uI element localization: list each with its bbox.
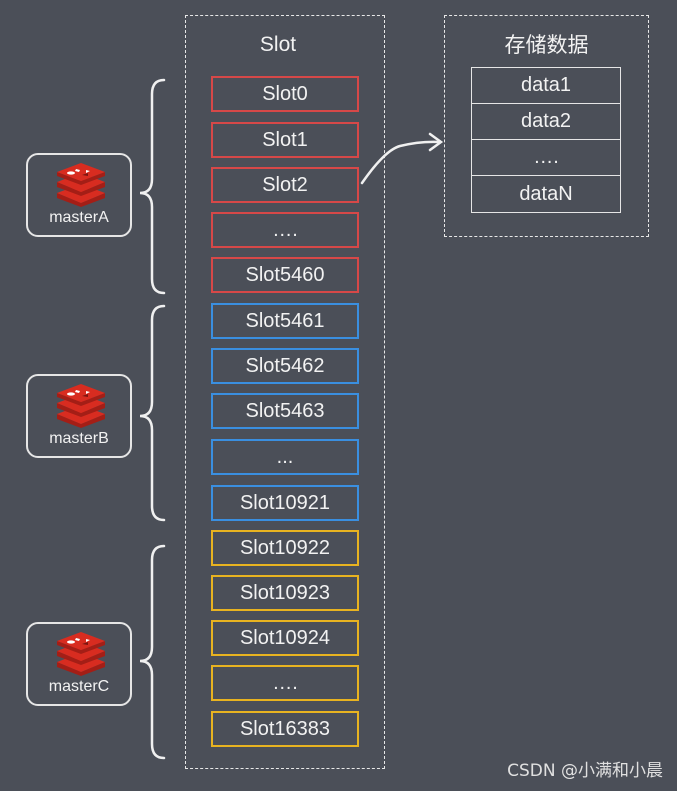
slot-label: Slot0 [262,83,308,105]
slot-box: Slot5460 [211,257,359,293]
master-node: masterA [26,153,132,237]
slot-label: Slot2 [262,174,308,196]
slot-label: Slot10921 [239,492,331,514]
slot-box: Slot1 [211,122,359,158]
redis-logo-icon [57,163,105,207]
storage-panel-title: 存储数据 [504,34,589,57]
slot-box: Slot5462 [211,348,359,384]
storage-panel [444,15,649,237]
slot-panel [185,15,385,769]
data-row: data1 [472,68,620,104]
slot-label: …. [272,219,298,241]
slot-box: Slot10924 [211,620,359,656]
data-row: …. [472,140,620,176]
master-label: masterC [48,678,110,695]
slot-label: Slot10923 [239,582,331,604]
slot-box: Slot5463 [211,393,359,429]
slot-label: Slot1 [262,129,308,151]
brace-master-a [139,78,166,295]
master-node: masterB [26,374,132,458]
data-row: dataN [519,182,573,205]
slot-box: Slot10922 [211,530,359,566]
redis-logo-icon [57,384,105,428]
slot-box: Slot2 [211,167,359,203]
arrow-head-icon [428,132,444,152]
slot-label: Slot5463 [245,400,325,422]
slot-box: …. [211,212,359,248]
slot-box: Slot10921 [211,485,359,521]
slot-label: Slot10924 [239,627,331,649]
watermark: CSDN @小满和小晨 [507,761,663,781]
master-label: masterA [49,209,109,226]
slot-label: Slot10922 [239,537,331,559]
slot-label: ... [276,446,294,468]
master-label: masterB [49,430,109,447]
slot-box: Slot5461 [211,303,359,339]
slot-label: Slot16383 [239,718,331,740]
master-node: masterC [26,622,132,706]
slot-label: Slot5460 [245,264,325,286]
slot-label: …. [272,672,298,694]
slot-box: ... [211,439,359,475]
slot-label: Slot5462 [245,355,325,377]
slot-panel-title: Slot [259,33,297,56]
data-table: data1 data2 …. dataN [471,67,621,213]
slot-box: Slot10923 [211,575,359,611]
slot-box: Slot16383 [211,711,359,747]
data-row: data2 [472,104,620,140]
brace-master-c [139,544,166,760]
redis-logo-icon [57,632,105,676]
brace-master-b [139,304,166,522]
slot-label: Slot5461 [245,310,325,332]
slot-box: Slot0 [211,76,359,112]
slot-box: …. [211,665,359,701]
